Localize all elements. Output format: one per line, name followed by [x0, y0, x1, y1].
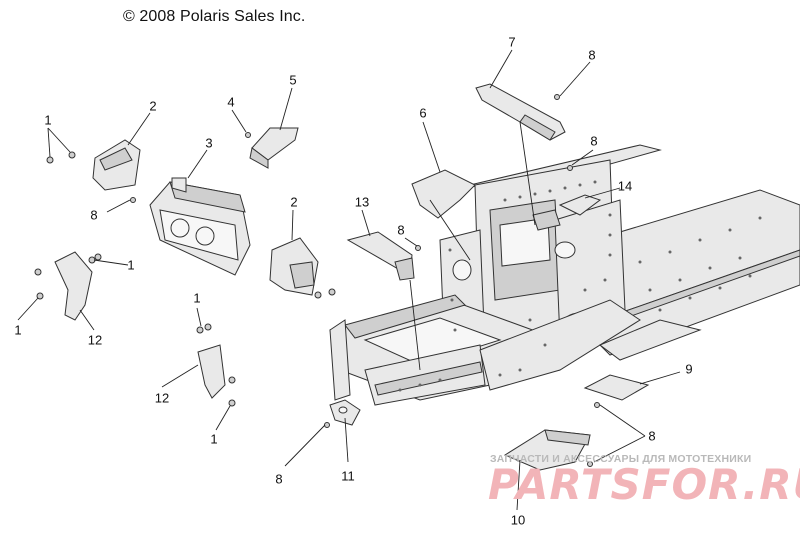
- callout-8: 8: [590, 133, 598, 149]
- callout-8: 8: [588, 47, 596, 63]
- callout-2: 2: [149, 98, 157, 114]
- callout-12: 12: [154, 390, 170, 406]
- fasteners: [34, 94, 600, 467]
- watermark-brand: PARTSFOR.RU: [488, 460, 800, 509]
- callout-13: 13: [354, 194, 370, 210]
- callout-12: 12: [87, 332, 103, 348]
- callout-1: 1: [14, 322, 22, 338]
- callout-5: 5: [289, 72, 297, 88]
- callout-1: 1: [44, 112, 52, 128]
- callout-14: 14: [617, 178, 633, 194]
- callout-9: 9: [685, 361, 693, 377]
- callout-8: 8: [275, 471, 283, 487]
- callout-1: 1: [127, 257, 135, 273]
- copyright-notice: © 2008 Polaris Sales Inc.: [123, 8, 306, 25]
- callout-3: 3: [205, 135, 213, 151]
- leader-lines: [17, 49, 681, 511]
- callout-6: 6: [419, 105, 427, 121]
- part-3-housing: [149, 177, 251, 276]
- callout-4: 4: [227, 94, 235, 110]
- callout-8: 8: [90, 207, 98, 223]
- part-12-mount-bottom: [197, 344, 226, 399]
- callout-11: 11: [341, 468, 355, 484]
- callout-2: 2: [290, 194, 298, 210]
- callout-8: 8: [397, 222, 405, 238]
- part-14-clip: [558, 194, 602, 216]
- callout-7: 7: [508, 34, 516, 50]
- callout-8: 8: [648, 428, 656, 444]
- callout-10: 10: [510, 512, 526, 528]
- watermark-tagline: ЗАПЧАСТИ И АКСЕССУАРЫ ДЛЯ МОТОТЕХНИКИ: [490, 453, 752, 465]
- chassis-frame: [329, 144, 800, 406]
- part-6-bracket: [411, 169, 476, 219]
- part-12-mount-left: [54, 251, 93, 321]
- part-9-plate: [583, 374, 650, 401]
- callout-1: 1: [210, 431, 218, 447]
- callout-1: 1: [193, 290, 201, 306]
